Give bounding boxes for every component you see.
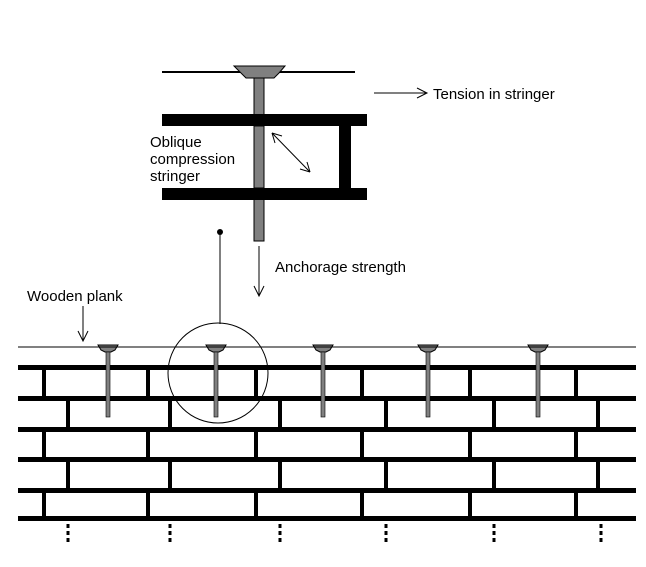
mortar-line [18, 457, 636, 462]
oblique-label-line3: stringer [150, 168, 200, 185]
brick-joint [254, 490, 258, 518]
nail-shank [320, 351, 326, 418]
brick-joint [574, 490, 578, 518]
continuation-dot [66, 531, 70, 535]
brick-joint [146, 367, 150, 398]
anchorage-label: Anchorage strength [275, 259, 406, 276]
brick-joint [468, 429, 472, 459]
brick-joint [254, 429, 258, 459]
vertical-brace [339, 120, 351, 195]
tension-label: Tension in stringer [433, 86, 555, 103]
nail-shank [213, 351, 219, 418]
brick-joint [278, 459, 282, 490]
nail-head [312, 344, 334, 353]
brick-joint [146, 429, 150, 459]
tension-arrow [374, 87, 429, 99]
continuation-dot [384, 531, 388, 535]
brick-joint [278, 398, 282, 429]
brick-joint [384, 459, 388, 490]
brick-joint [360, 429, 364, 459]
nail-shank [535, 351, 541, 418]
continuation-dot [278, 531, 282, 535]
detail-leader [217, 229, 223, 324]
nail [417, 344, 439, 418]
continuation-dot [384, 538, 388, 542]
brick-joint [42, 367, 46, 398]
mortar-line [18, 365, 636, 370]
mortar-line [18, 396, 636, 401]
mortar-line [18, 488, 636, 493]
brick-joint [360, 490, 364, 518]
nail-head [205, 344, 227, 353]
brick-joint [384, 398, 388, 429]
oblique-compression-arrow [271, 132, 311, 173]
lower-stringer [162, 188, 367, 200]
oblique-arrowhead-bottom [299, 161, 311, 173]
brick-joint [42, 429, 46, 459]
brick-wall [18, 365, 636, 542]
nail-shank-between-stringers [253, 125, 265, 189]
wooden-plank-label: Wooden plank [27, 288, 123, 305]
continuation-dot [278, 524, 282, 528]
continuation-dot [599, 531, 603, 535]
brick-joint [468, 367, 472, 398]
brick-joint [574, 429, 578, 459]
brick-joint [168, 398, 172, 429]
oblique-arrowhead-top [271, 132, 283, 144]
brick-joint [146, 490, 150, 518]
brick-joint [42, 490, 46, 518]
wall-nails [97, 344, 549, 418]
continuation-dot [599, 524, 603, 528]
continuation-dot [168, 524, 172, 528]
brick-joint [66, 398, 70, 429]
brick-joint [492, 398, 496, 429]
continuation-dot [168, 531, 172, 535]
continuation-dot [168, 538, 172, 542]
nail-shank [425, 351, 431, 418]
nail [97, 344, 119, 418]
nail [312, 344, 334, 418]
continuation-dot [492, 524, 496, 528]
nail-head [417, 344, 439, 353]
continuation-dot [66, 538, 70, 542]
continuation-dot [492, 531, 496, 535]
oblique-label-line1: Oblique [150, 134, 202, 151]
continuation-dot [66, 524, 70, 528]
brick-joint [66, 459, 70, 490]
brick-joint [468, 490, 472, 518]
continuation-dot [384, 524, 388, 528]
continuation-dot [492, 538, 496, 542]
top-nail-head [232, 65, 287, 79]
nail [205, 344, 227, 418]
plank-arrow [77, 306, 89, 343]
brick-joint [168, 459, 172, 490]
mortar-line [18, 427, 636, 432]
upper-stringer [162, 114, 367, 126]
nail-head [527, 344, 549, 353]
mortar-line [18, 516, 636, 521]
brick-joint [596, 398, 600, 429]
anchorage-arrow [253, 246, 265, 298]
continuation-dot [599, 538, 603, 542]
stringer-joint-detail [162, 65, 367, 242]
brick-joint [360, 367, 364, 398]
detail-circle [167, 322, 269, 424]
brick-joint [596, 459, 600, 490]
continuation-dot [278, 538, 282, 542]
nail [527, 344, 549, 418]
nail-head [97, 344, 119, 353]
nail-shank [105, 351, 111, 418]
brick-joint [492, 459, 496, 490]
brick-joint [574, 367, 578, 398]
brick-joint [254, 367, 258, 398]
oblique-label-line2: compression [150, 151, 235, 168]
